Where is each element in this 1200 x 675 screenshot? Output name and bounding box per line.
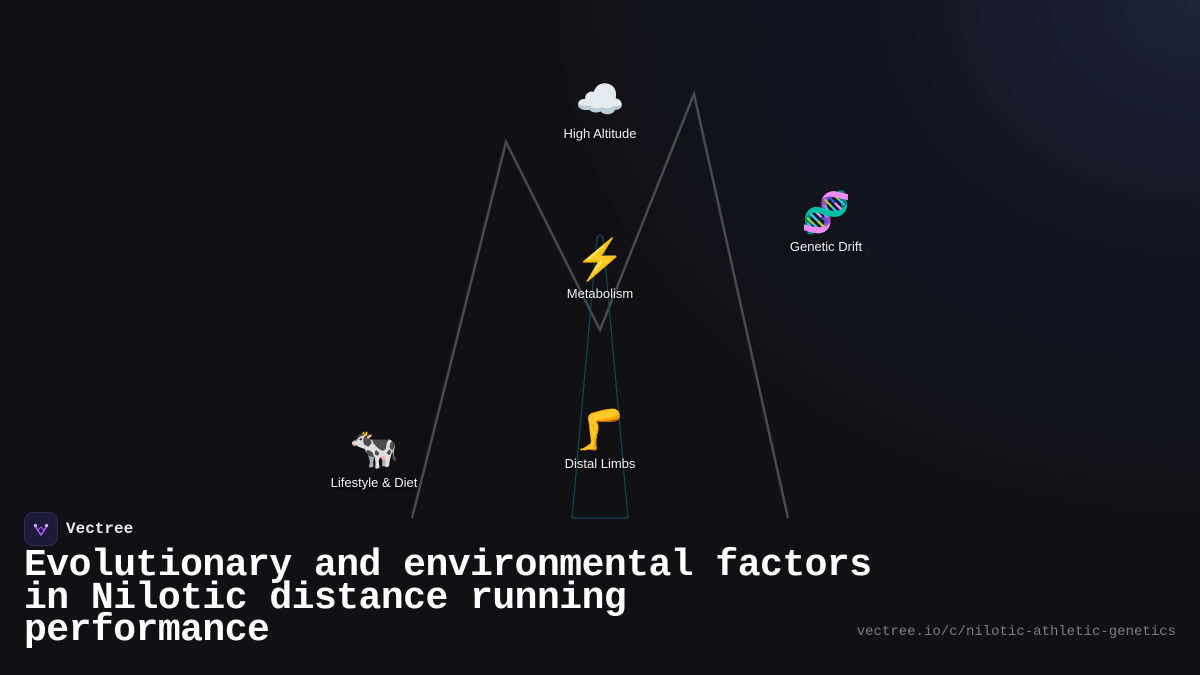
node-high-altitude[interactable]: ☁️ High Altitude: [500, 76, 700, 142]
dna-icon: 🧬: [801, 191, 851, 235]
cow-icon: 🐄: [349, 427, 399, 471]
node-label: Metabolism: [566, 286, 634, 301]
node-metabolism[interactable]: ⚡ Metabolism: [500, 236, 700, 302]
brand-name: Vectree: [66, 520, 134, 538]
vectree-logo-icon: [24, 512, 58, 546]
lightning-icon: ⚡: [575, 238, 625, 282]
node-genetic-drift[interactable]: 🧬 Genetic Drift: [726, 189, 926, 255]
node-lifestyle-diet[interactable]: 🐄 Lifestyle & Diet: [274, 425, 474, 491]
source-url[interactable]: vectree.io/c/nilotic-athletic-genetics: [856, 624, 1176, 640]
node-distal-limbs[interactable]: 🦵 Distal Limbs: [500, 406, 700, 472]
node-label: Lifestyle & Diet: [330, 475, 418, 490]
cloud-icon: ☁️: [575, 78, 625, 122]
central-spike: [571, 234, 629, 519]
mountain-outline: [410, 89, 790, 519]
node-label: High Altitude: [563, 126, 637, 141]
node-label: Genetic Drift: [789, 239, 863, 254]
node-label: Distal Limbs: [564, 456, 636, 471]
page-title: Evolutionary and environmental factors i…: [24, 544, 872, 652]
brand[interactable]: Vectree: [24, 512, 133, 546]
leg-icon: 🦵: [575, 408, 625, 452]
